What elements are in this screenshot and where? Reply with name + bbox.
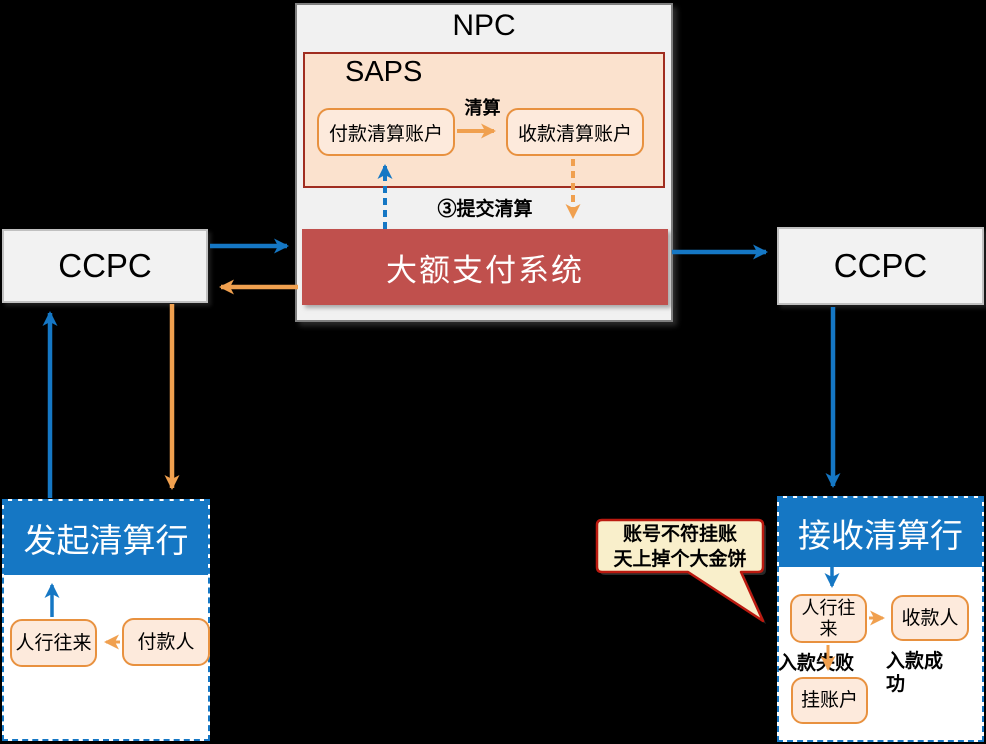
callout-text: 账号不符挂账 天上掉个大金饼: [597, 522, 763, 572]
payer-box: 付款人: [122, 618, 210, 666]
ccpc-right-box: CCPC: [777, 227, 984, 305]
clearing-arrow-label: 清算: [464, 98, 501, 118]
suspense-account-box: 挂账户: [791, 677, 868, 724]
ccpc-left-box: CCPC: [2, 229, 208, 303]
deposit-fail-label: 入款失败: [778, 653, 855, 674]
callout-line1: 账号不符挂账: [622, 524, 737, 545]
npc-title: NPC: [452, 9, 516, 42]
pbc-transfer-box-right: 人行往来: [790, 594, 867, 643]
pbc-transfer-box-left: 人行往来: [10, 619, 97, 667]
payee-box: 收款人: [891, 595, 969, 641]
deposit-success-label: 入款成功: [886, 651, 944, 695]
initiating-bank-header: 发起清算行: [4, 501, 208, 575]
callout-line2: 天上掉个大金饼: [613, 549, 747, 570]
pay-clearing-account-box: 付款清算账户: [317, 108, 455, 156]
hvps-box: 大额支付系统: [302, 229, 668, 305]
submit-clearing-label: ③提交清算: [437, 198, 533, 220]
receiving-bank-header: 接收清算行: [779, 498, 982, 567]
saps-title: SAPS: [345, 55, 423, 88]
recv-clearing-account-box: 收款清算账户: [506, 108, 644, 156]
